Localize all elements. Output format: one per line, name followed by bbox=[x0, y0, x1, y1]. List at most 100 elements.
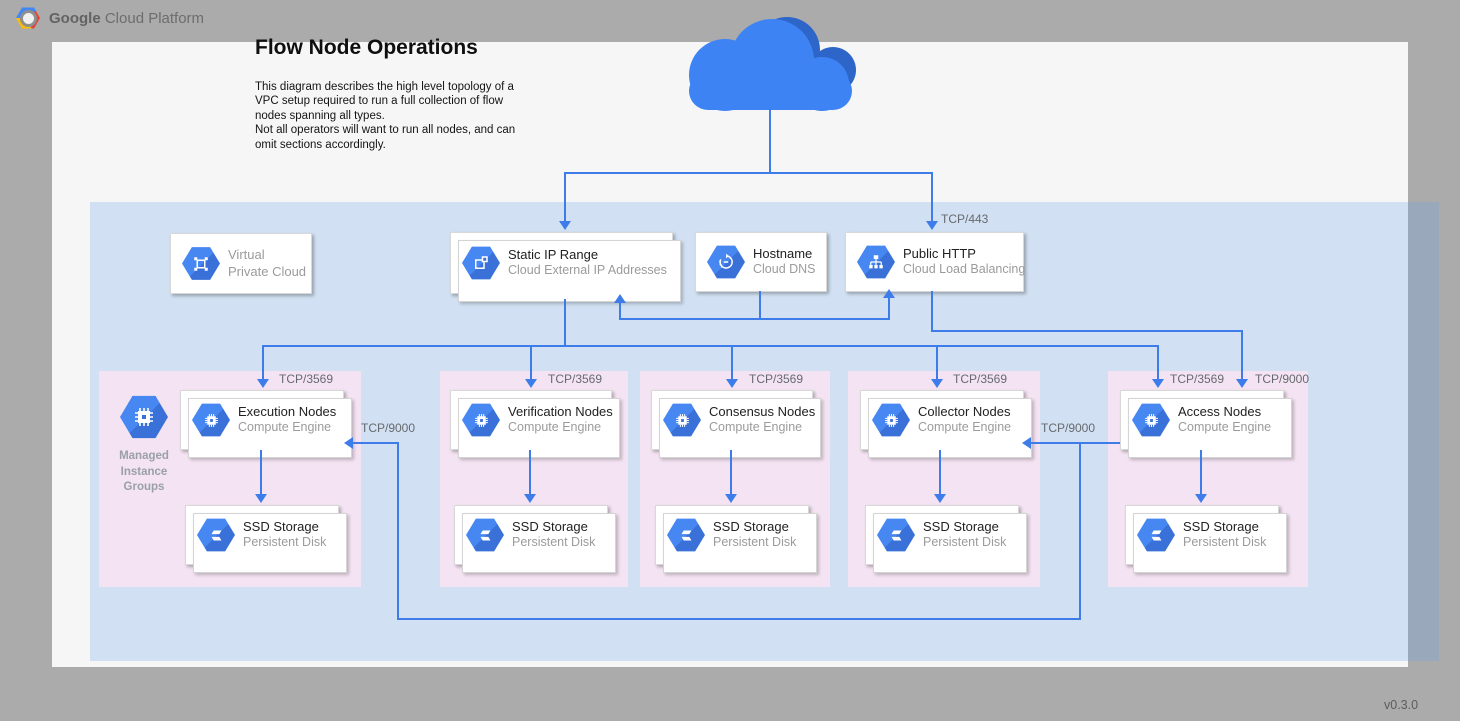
internet-cloud-icon bbox=[675, 14, 865, 117]
public-http-card-text: Public HTTP Cloud Load Balancing bbox=[903, 246, 1025, 278]
access-nodes-card: Access Nodes Compute Engine bbox=[1120, 390, 1284, 450]
connector-cloud-stem bbox=[769, 108, 771, 172]
storage-subtitle: Persistent Disk bbox=[923, 535, 1006, 551]
arrowhead bbox=[926, 221, 938, 230]
port-label-tcp9000: TCP/9000 bbox=[361, 421, 415, 435]
page-title: Flow Node Operations bbox=[255, 36, 478, 60]
arrowhead bbox=[725, 494, 737, 503]
node-title: Access Nodes bbox=[1178, 404, 1271, 420]
connector-top-branch bbox=[564, 172, 933, 174]
arrowhead bbox=[344, 437, 353, 449]
storage-subtitle: Persistent Disk bbox=[243, 535, 326, 551]
connector-branch bbox=[530, 345, 532, 381]
execution-nodes-card: Execution Nodes Compute Engine bbox=[180, 390, 344, 450]
connector-feedback-to-execution bbox=[353, 442, 397, 444]
storage-title: SSD Storage bbox=[713, 519, 796, 535]
dns-icon bbox=[707, 245, 745, 279]
arrowhead bbox=[559, 221, 571, 230]
vpc-card: Virtual Private Cloud bbox=[170, 233, 312, 294]
port-label-tcp3569: TCP/3569 bbox=[1170, 372, 1224, 386]
ssd-storage-card: SSD Storage Persistent Disk bbox=[185, 505, 339, 565]
gcp-logo-icon bbox=[16, 7, 40, 29]
arrowhead bbox=[726, 379, 738, 388]
public-http-title: Public HTTP bbox=[903, 246, 1025, 262]
node-subtitle: Compute Engine bbox=[1178, 420, 1271, 436]
arrowhead bbox=[255, 494, 267, 503]
connector-feedback-bottom bbox=[397, 618, 1081, 620]
external-ip-icon bbox=[462, 246, 500, 280]
static-ip-title: Static IP Range bbox=[508, 247, 667, 263]
port-label-tcp3569: TCP/3569 bbox=[953, 372, 1007, 386]
connector-branch bbox=[262, 345, 264, 381]
port-label-tcp9000: TCP/9000 bbox=[1041, 421, 1095, 435]
connector-access-to-collector bbox=[1031, 442, 1120, 444]
port-label-tcp3569: TCP/3569 bbox=[749, 372, 803, 386]
storage-title: SSD Storage bbox=[512, 519, 595, 535]
hostname-title: Hostname bbox=[753, 246, 816, 262]
node-subtitle: Compute Engine bbox=[918, 420, 1011, 436]
arrowhead bbox=[614, 294, 626, 303]
connector-hostname-down bbox=[759, 291, 761, 319]
gcp-brand: Google Cloud Platform bbox=[16, 7, 204, 29]
hostname-card-text: Hostname Cloud DNS bbox=[753, 246, 816, 278]
connector-branch bbox=[619, 303, 621, 318]
storage-subtitle: Persistent Disk bbox=[713, 535, 796, 551]
connector-to-public-http bbox=[931, 172, 933, 222]
connector-branch bbox=[1157, 345, 1159, 381]
connector-static-ip-down bbox=[564, 299, 566, 345]
hostname-subtitle: Cloud DNS bbox=[753, 262, 816, 278]
compute-engine-icon bbox=[462, 403, 500, 437]
node-title: Verification Nodes bbox=[508, 404, 613, 420]
ssd-storage-card: SSD Storage Persistent Disk bbox=[655, 505, 809, 565]
port-label-tcp9000: TCP/9000 bbox=[1255, 372, 1309, 386]
static-ip-subtitle: Cloud External IP Addresses bbox=[508, 263, 667, 279]
version-label: v0.3.0 bbox=[1384, 698, 1444, 712]
connector-distribution bbox=[262, 345, 1159, 347]
ssd-storage-card: SSD Storage Persistent Disk bbox=[1125, 505, 1279, 565]
persistent-disk-icon bbox=[197, 518, 235, 552]
collector-nodes-card: Collector Nodes Compute Engine bbox=[860, 390, 1024, 450]
connector-feedback-up bbox=[397, 442, 399, 620]
storage-subtitle: Persistent Disk bbox=[1183, 535, 1266, 551]
port-label-tcp3569: TCP/3569 bbox=[279, 372, 333, 386]
node-title: Consensus Nodes bbox=[709, 404, 815, 420]
arrowhead bbox=[934, 494, 946, 503]
connector-compute-to-ssd bbox=[529, 450, 531, 496]
connector-http-to-access bbox=[931, 330, 1243, 332]
connector-http-down bbox=[931, 291, 933, 332]
connector-compute-to-ssd bbox=[1200, 450, 1202, 496]
static-ip-card: Static IP Range Cloud External IP Addres… bbox=[450, 232, 673, 294]
public-http-card: Public HTTP Cloud Load Balancing bbox=[845, 232, 1024, 292]
ssd-storage-card: SSD Storage Persistent Disk bbox=[454, 505, 608, 565]
arrowhead bbox=[1152, 379, 1164, 388]
persistent-disk-icon bbox=[466, 518, 504, 552]
connector-feedback-down bbox=[1079, 442, 1081, 620]
connector-branch bbox=[936, 345, 938, 381]
connector-compute-to-ssd bbox=[730, 450, 732, 496]
persistent-disk-icon bbox=[1137, 518, 1175, 552]
managed-instance-groups-icon bbox=[120, 395, 168, 439]
node-title: Execution Nodes bbox=[238, 404, 336, 420]
managed-instance-groups-label: Managed Instance Groups bbox=[98, 449, 190, 496]
storage-title: SSD Storage bbox=[1183, 519, 1266, 535]
persistent-disk-icon bbox=[667, 518, 705, 552]
node-subtitle: Compute Engine bbox=[709, 420, 815, 436]
compute-engine-icon bbox=[192, 403, 230, 437]
storage-title: SSD Storage bbox=[923, 519, 1006, 535]
connector-branch bbox=[888, 298, 890, 318]
load-balancer-icon bbox=[857, 245, 895, 279]
arrowhead bbox=[1022, 437, 1031, 449]
public-http-subtitle: Cloud Load Balancing bbox=[903, 262, 1025, 278]
static-ip-card-text: Static IP Range Cloud External IP Addres… bbox=[508, 247, 667, 279]
ssd-storage-card: SSD Storage Persistent Disk bbox=[865, 505, 1019, 565]
verification-nodes-card: Verification Nodes Compute Engine bbox=[450, 390, 612, 450]
port-label-tcp3569: TCP/3569 bbox=[548, 372, 602, 386]
arrowhead bbox=[257, 379, 269, 388]
arrowhead bbox=[883, 289, 895, 298]
gcp-brand-text: Google Cloud Platform bbox=[49, 10, 204, 27]
vpc-icon bbox=[182, 247, 220, 281]
page-description: This diagram describes the high level to… bbox=[255, 80, 529, 152]
arrowhead bbox=[525, 379, 537, 388]
node-subtitle: Compute Engine bbox=[238, 420, 336, 436]
